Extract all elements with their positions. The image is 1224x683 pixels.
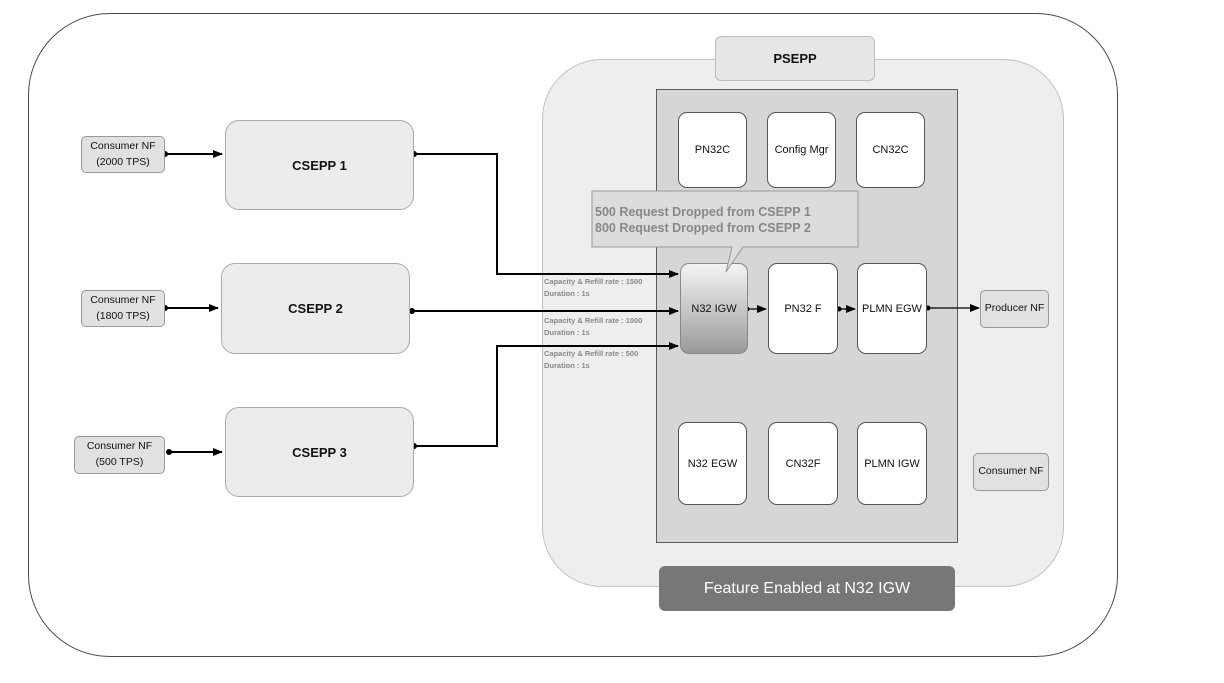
csepp-3: CSEPP 3 [225,407,414,497]
consumer-nf-2-tps: (1800 TPS) [96,309,150,322]
plmn-igw-service: PLMN IGW [857,422,927,505]
consumer-nf-2: Consumer NF (1800 TPS) [81,290,165,327]
feature-enabled-banner: Feature Enabled at N32 IGW [659,566,955,611]
consumer-nf-2-label: Consumer NF [90,293,156,306]
callout-line-2: 800 Request Dropped from CSEPP 2 [595,221,811,235]
consumer-nf-3-tps: (500 TPS) [95,456,144,468]
edge-csepp1-n32igw [414,153,679,278]
capacity-label-1-duration: Duration : 1s [544,289,590,298]
consumer-nf-1-tps: (2000 TPS) [96,155,150,168]
capacity-label-3-rate: Capacity & Refill rate : 500 [544,349,639,358]
csepp-1: CSEPP 1 [225,120,414,210]
capacity-label-3-duration: Duration : 1s [544,361,590,370]
capacity-label-2-duration: Duration : 1s [544,328,590,337]
config-mgr-service: Config Mgr [767,112,836,188]
csepp-2: CSEPP 2 [221,263,410,354]
cn32c-service: CN32C [856,112,925,188]
capacity-label-1: Capacity & Refill rate : 1500 Duration :… [544,276,642,300]
pn32f-service: PN32 F [768,263,838,354]
n32-egw-service: N32 EGW [678,422,747,505]
psepp-title: PSEPP [715,36,875,81]
capacity-label-3: Capacity & Refill rate : 500 Duration : … [544,348,638,372]
consumer-nf-right: Consumer NF [973,453,1049,491]
consumer-nf-1: Consumer NF (2000 TPS) [81,136,165,173]
plmn-egw-service: PLMN EGW [857,263,927,354]
capacity-label-1-rate: Capacity & Refill rate : 1500 [544,277,643,286]
producer-nf: Producer NF [980,290,1049,328]
consumer-nf-1-label: Consumer NF [90,139,156,152]
capacity-label-2: Capacity & Refill rate : 1000 Duration :… [544,315,642,339]
cn32f-service: CN32F [768,422,838,505]
edge-csepp3-n32igw [414,342,679,447]
callout-line-1: 500 Request Dropped from CSEPP 1 [595,205,811,219]
consumer-nf-3-label: Consumer NF [86,440,153,453]
n32-igw-service: N32 IGW [680,263,748,354]
pn32c-service: PN32C [678,112,747,188]
capacity-label-2-rate: Capacity & Refill rate : 1000 [544,316,643,325]
consumer-nf-3: Consumer NF (500 TPS) [74,436,165,474]
drop-callout: 500 Request Dropped from CSEPP 1 800 Req… [595,204,857,236]
